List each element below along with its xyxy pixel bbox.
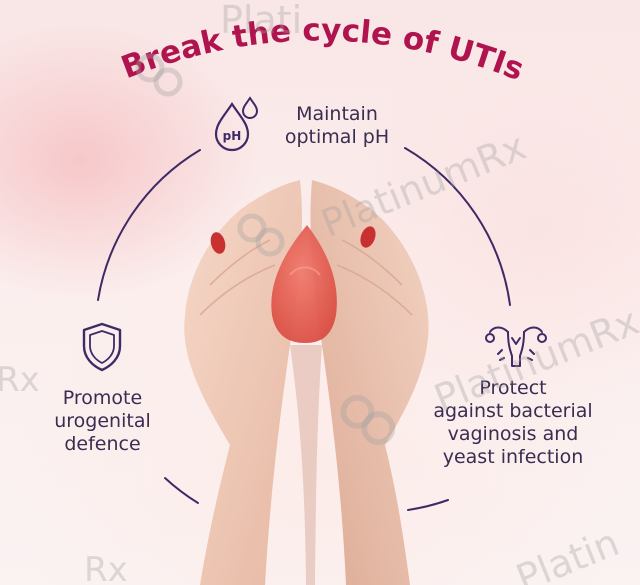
- reproductive-system-icon: [485, 326, 547, 367]
- page-title: Break the cycle of UTIs: [117, 12, 529, 88]
- ph-drop-icon: pH: [214, 96, 259, 152]
- feature-defence-line-1: Promote: [62, 387, 143, 409]
- arc-top-right: [404, 147, 511, 306]
- feature-ph-line-2: optimal pH: [284, 126, 390, 148]
- feature-protect-line-2: against bacterial: [433, 400, 593, 422]
- feature-defence-line-3: defence: [64, 433, 141, 455]
- arc-top-left: [97, 149, 201, 301]
- svg-text:pH: pH: [223, 129, 242, 143]
- feature-ph: Maintain optimal pH: [262, 103, 412, 149]
- feature-protect-line-3: vaginosis and: [447, 423, 579, 445]
- feature-protect-line-1: Protect: [479, 377, 547, 399]
- title-banner: Break the cycle of UTIs: [117, 12, 529, 88]
- feature-protect-line-4: yeast infection: [442, 446, 584, 468]
- feature-defence-line-2: urogenital: [54, 410, 151, 432]
- arc-bottom-left: [164, 477, 199, 504]
- feature-ph-line-1: Maintain: [296, 103, 378, 125]
- feature-defence: Promote urogenital defence: [40, 387, 165, 456]
- feature-protect: Protect against bacterial vaginosis and …: [418, 377, 608, 469]
- hands-holding-gummy-illustration: [184, 180, 429, 585]
- shield-icon: [82, 322, 122, 372]
- arc-bottom-right: [407, 499, 449, 511]
